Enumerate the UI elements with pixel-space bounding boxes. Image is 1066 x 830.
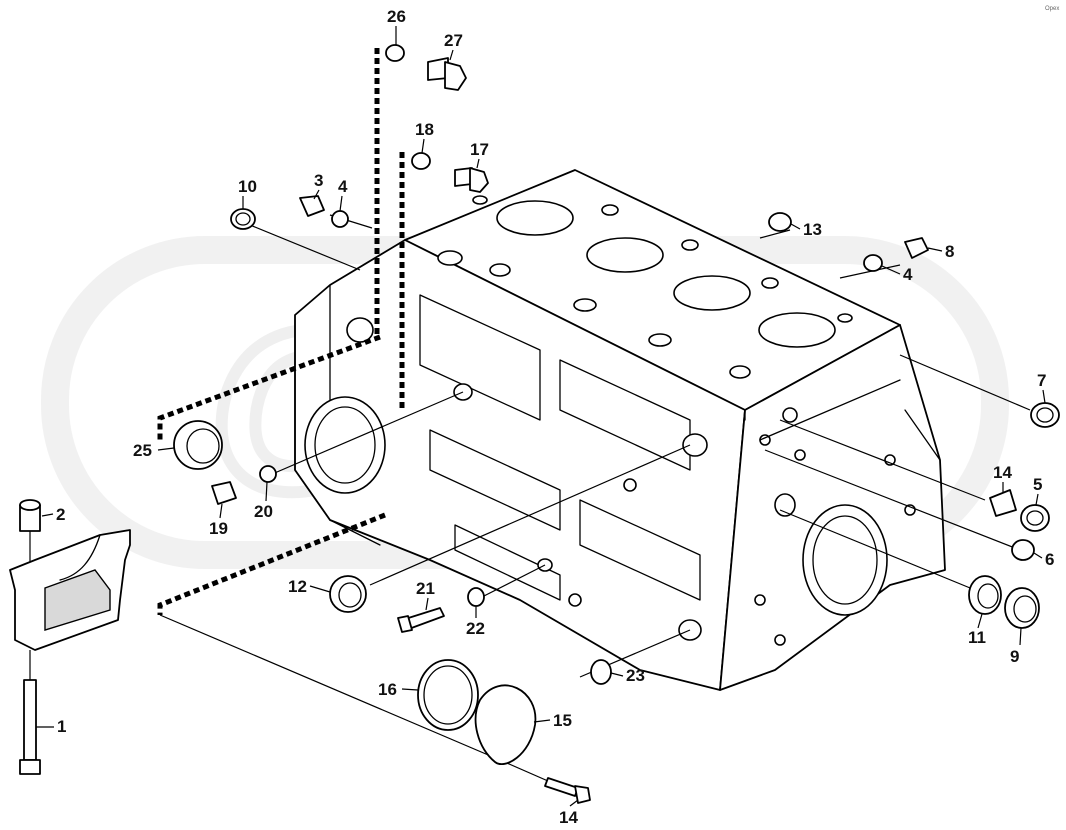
callout-7: 7 [1037,371,1046,390]
part-27-plug-bolt [427,57,467,91]
callout-22: 21 [416,579,435,598]
part-13-cap [768,212,792,232]
part-12-seal [329,575,367,613]
part-22-bolt [397,607,445,633]
callout-17: 16 [378,680,397,699]
part-20-bolt [211,481,237,505]
callout-2: 2 [56,505,65,524]
part-2-dowel [19,499,41,532]
callout-12: 12 [288,577,307,596]
part-14-dowel [989,489,1017,517]
callout-15: 14 [559,808,578,827]
part-1-bolt [19,679,41,775]
part-9-plug [230,208,256,230]
callout-leaders [36,26,1046,807]
callout-20: 19 [209,519,228,538]
part-3-bolt [299,195,325,217]
callout-4b: 4 [903,265,913,284]
callout-26: 26 [387,7,406,26]
part-21-washer [259,465,277,483]
part-7-threaded-plug [1030,402,1060,428]
part-18-bolt [454,167,489,193]
part-25-seal [173,420,223,470]
callout-23: 22 [466,619,485,638]
callout-25: 25 [133,441,152,460]
part-26-washer [385,44,405,62]
cylinder-block [294,169,946,691]
part-11-bushing [968,575,1002,615]
part-8-bolt [904,237,929,259]
part-4-washer [331,210,349,228]
part-24-washer [590,659,612,685]
part-16-cover [474,684,537,765]
part-17-gasket [417,659,479,731]
part-4-washer-right [863,254,883,272]
callout-labels: 26 27 18 17 3 4 10 13 8 4 7 14 5 6 11 9 … [56,7,1054,827]
part-5-threaded-plug [1020,504,1050,532]
part-23-washer [467,587,485,607]
corner-mark: Opex [1045,6,1059,12]
assembly-path-16 [157,512,386,615]
callout-16: 15 [553,711,572,730]
callout-21: 20 [254,502,273,521]
callout-24: 23 [626,666,645,685]
callout-3: 3 [314,171,323,190]
callout-4a: 4 [338,177,348,196]
part-19-washer [411,152,431,170]
part-15-bolt [544,777,591,804]
callout-9: 10 [238,177,257,196]
callout-8: 8 [945,242,954,261]
leader-lines [159,214,1031,796]
assembly-path-25 [157,334,381,440]
callout-11: 11 [968,628,986,647]
callout-6: 6 [1045,550,1054,569]
part-6-plug [1011,539,1035,561]
part-10-bushing [1004,587,1040,629]
main-bearing-cap [9,529,131,651]
callout-10: 9 [1010,647,1019,666]
callout-1: 1 [57,717,66,736]
callout-19: 18 [415,120,434,139]
callout-27: 27 [444,31,463,50]
callout-13: 13 [803,220,822,239]
callout-5: 5 [1033,475,1042,494]
callout-14: 14 [993,463,1012,482]
callout-18: 17 [470,140,489,159]
